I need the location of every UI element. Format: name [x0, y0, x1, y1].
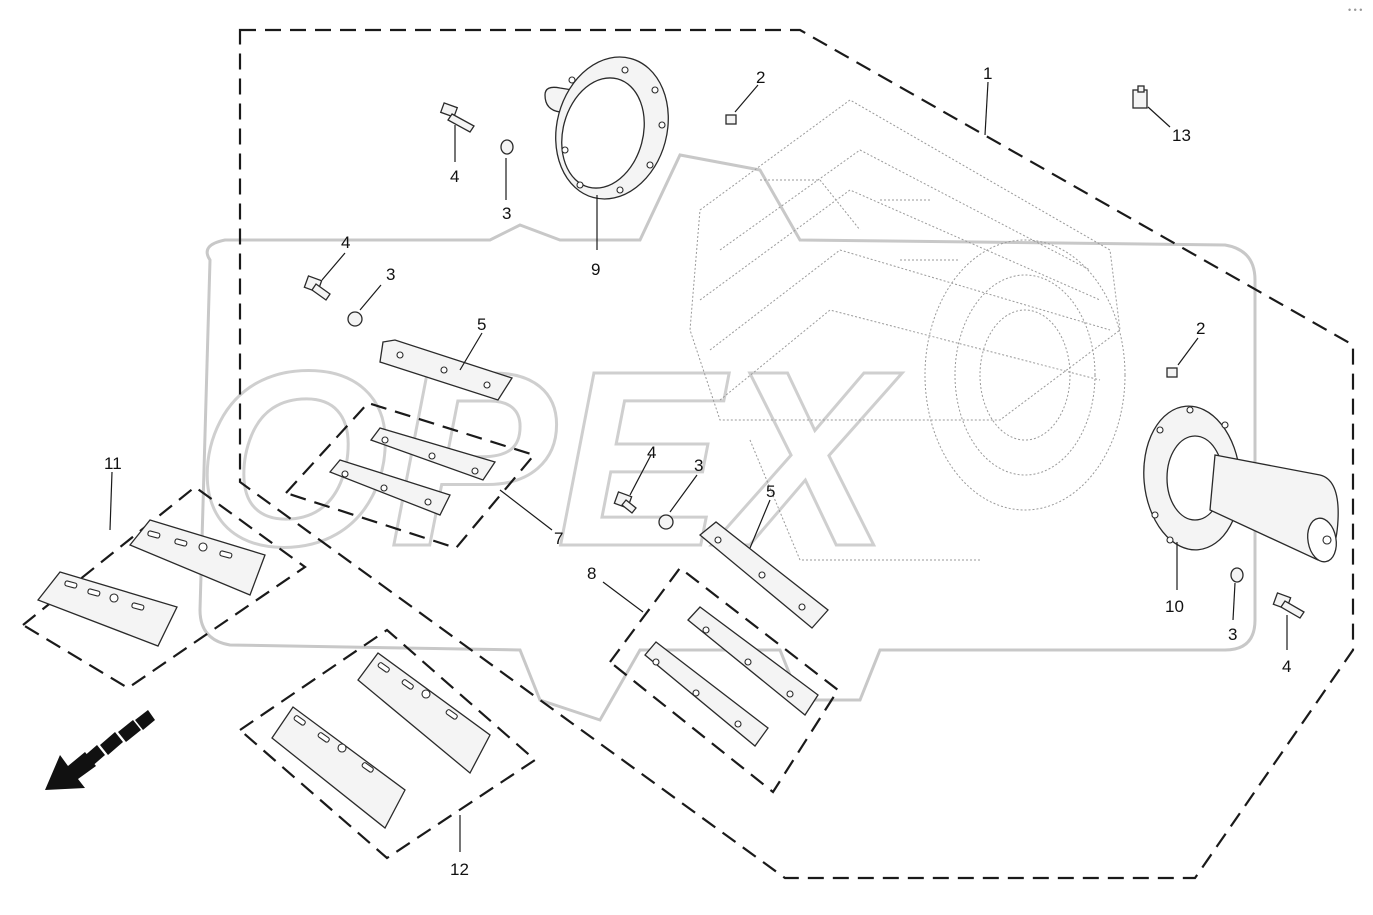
callout-1: 1 — [983, 64, 992, 83]
callout-4-right: 4 — [1282, 657, 1291, 676]
drum-ghost — [689, 99, 1126, 561]
callout-10: 10 — [1165, 597, 1184, 616]
callout-3-mid-left: 3 — [386, 265, 395, 284]
kit-7-outline — [284, 401, 536, 550]
washer-top — [500, 139, 514, 155]
callout-3-center: 3 — [694, 456, 703, 475]
callout-7: 7 — [554, 529, 563, 548]
kit-7-bars — [328, 427, 497, 516]
washer-center — [658, 514, 674, 530]
shaft-right — [1143, 405, 1339, 563]
kit-11-outline — [21, 485, 307, 690]
direction-arrow-icon — [45, 710, 155, 790]
callout-11: 11 — [104, 454, 122, 473]
kit-11-knives — [36, 519, 266, 647]
flange-left — [544, 56, 669, 200]
corner-mark: • • • — [1348, 5, 1362, 15]
watermark: OPEX — [194, 153, 1257, 722]
assembly-outline — [238, 28, 1355, 880]
callout-3-top: 3 — [502, 204, 511, 223]
callout-5-left: 5 — [477, 315, 486, 334]
callout-2-right: 2 — [1196, 319, 1205, 338]
kit-12-knives — [271, 652, 491, 829]
bolt-top — [439, 102, 475, 133]
callout-3-right: 3 — [1228, 625, 1237, 644]
callout-8: 8 — [587, 564, 596, 583]
callout-13: 13 — [1172, 126, 1191, 145]
kit-8-bars — [644, 606, 819, 747]
callout-5-right: 5 — [766, 482, 775, 501]
bolt-center — [613, 491, 637, 514]
washer-right — [1230, 567, 1244, 583]
kit-8-outline — [608, 566, 840, 794]
callout-4-center: 4 — [647, 443, 656, 462]
nut-top — [725, 114, 737, 125]
callout-4-top: 4 — [450, 167, 459, 186]
callouts: 1 2 2 3 3 3 3 4 4 4 4 5 5 7 8 9 10 11 12… — [104, 64, 1291, 879]
watermark-text: OPEX — [195, 319, 903, 598]
callout-4-mid-left: 4 — [341, 233, 350, 252]
callout-9: 9 — [591, 260, 600, 279]
bar-5-left — [379, 339, 513, 401]
leader-lines — [109, 81, 1288, 852]
nut-right — [1166, 367, 1178, 378]
bolt-right — [1272, 592, 1305, 619]
bolt-mid-left — [303, 275, 331, 301]
fitting-13 — [1132, 85, 1148, 109]
bar-5-right — [698, 521, 829, 629]
callout-2-top: 2 — [756, 68, 765, 87]
callout-12: 12 — [450, 860, 469, 879]
washer-mid-left — [347, 311, 363, 327]
